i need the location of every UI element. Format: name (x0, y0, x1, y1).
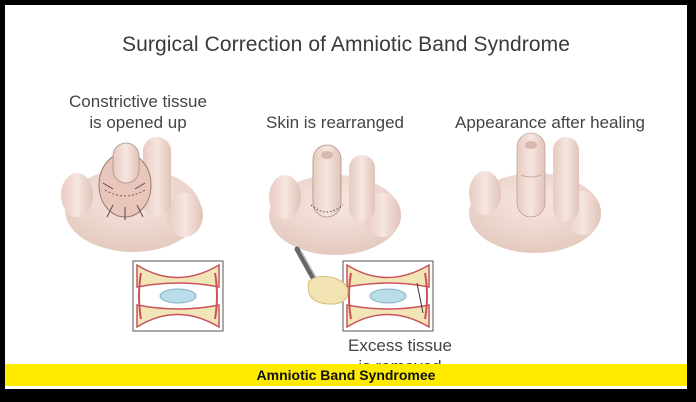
caption-bar: Amniotic Band Syndromee (5, 364, 687, 386)
hand-step-3 (469, 132, 601, 253)
joint-inset-2 (342, 260, 434, 332)
step-1-label-line1: Constrictive tissue (69, 92, 207, 111)
joint-inset-1 (132, 260, 224, 332)
step-3-label: Appearance after healing (455, 113, 645, 132)
hand-step-1 (61, 137, 203, 252)
diagram-frame: Surgical Correction of Amniotic Band Syn… (5, 5, 687, 389)
step-1-label-line2: is opened up (89, 113, 187, 132)
diagram-title: Surgical Correction of Amniotic Band Syn… (121, 33, 571, 56)
forceps-with-excess-tissue (294, 246, 349, 305)
detail-label-line1: Excess tissue (348, 336, 452, 355)
illustration (61, 132, 601, 332)
hand-step-2 (269, 144, 401, 255)
step-1-label: Constrictive tissue is opened up (43, 91, 233, 133)
bottom-strip (5, 386, 687, 389)
step-2-label: Skin is rearranged (266, 113, 404, 132)
